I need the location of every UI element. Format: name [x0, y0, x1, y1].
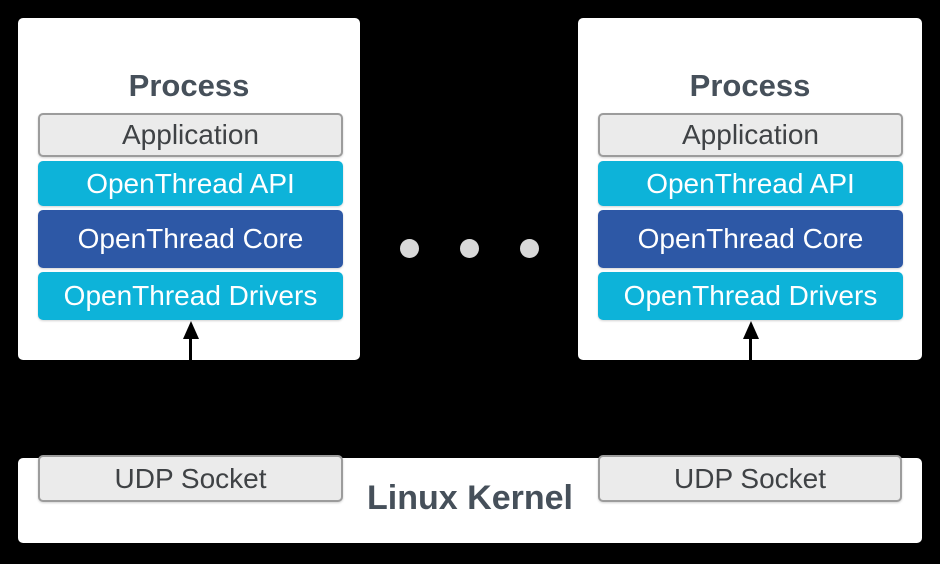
kernel-title: Linux Kernel — [367, 479, 573, 517]
udp-socket-left: UDP Socket — [38, 455, 343, 502]
arrow-head — [742, 321, 759, 339]
up-arrow-icon — [740, 321, 761, 360]
layer-label: OpenThread Core — [637, 223, 864, 254]
layer-label: OpenThread API — [86, 167, 295, 199]
layer-label: OpenThread Core — [77, 223, 304, 254]
ellipsis-dot — [400, 239, 419, 258]
linux-kernel-box: UDP Socket Linux Kernel UDP Socket — [18, 455, 922, 543]
layer-application: Application — [598, 113, 903, 157]
layer-openthread-api: OpenThread API — [38, 161, 343, 206]
layer-openthread-core: OpenThread Core — [598, 210, 903, 268]
layer-stack: Application OpenThread API OpenThread Co… — [38, 113, 343, 320]
udp-socket-label: UDP Socket — [674, 462, 826, 494]
layer-stack: Application OpenThread API OpenThread Co… — [598, 113, 903, 320]
layer-openthread-core: OpenThread Core — [38, 210, 343, 268]
layer-openthread-api: OpenThread API — [598, 161, 903, 206]
arrow-stem — [189, 339, 192, 360]
udp-socket-label: UDP Socket — [114, 462, 267, 494]
layer-label: OpenThread Drivers — [63, 280, 318, 311]
layer-openthread-drivers: OpenThread Drivers — [38, 272, 343, 320]
layer-label: Application — [122, 119, 259, 150]
ellipsis-dots — [400, 239, 539, 258]
udp-socket-right: UDP Socket — [598, 455, 902, 502]
process-box-right: Process Application OpenThread API OpenT… — [578, 18, 922, 360]
up-arrow-icon — [180, 321, 201, 360]
layer-label: Application — [682, 119, 819, 150]
layer-application: Application — [38, 113, 343, 157]
process-title: Process — [689, 68, 811, 103]
layer-openthread-drivers: OpenThread Drivers — [598, 272, 903, 320]
ellipsis-dot — [520, 239, 539, 258]
layer-label: OpenThread Drivers — [623, 280, 878, 311]
layer-label: OpenThread API — [646, 167, 855, 199]
arrow-stem — [749, 339, 752, 360]
process-box-left: Process Application OpenThread API OpenT… — [18, 18, 360, 360]
ellipsis-dot — [460, 239, 479, 258]
arrow-head — [182, 321, 199, 339]
process-title: Process — [128, 68, 250, 103]
